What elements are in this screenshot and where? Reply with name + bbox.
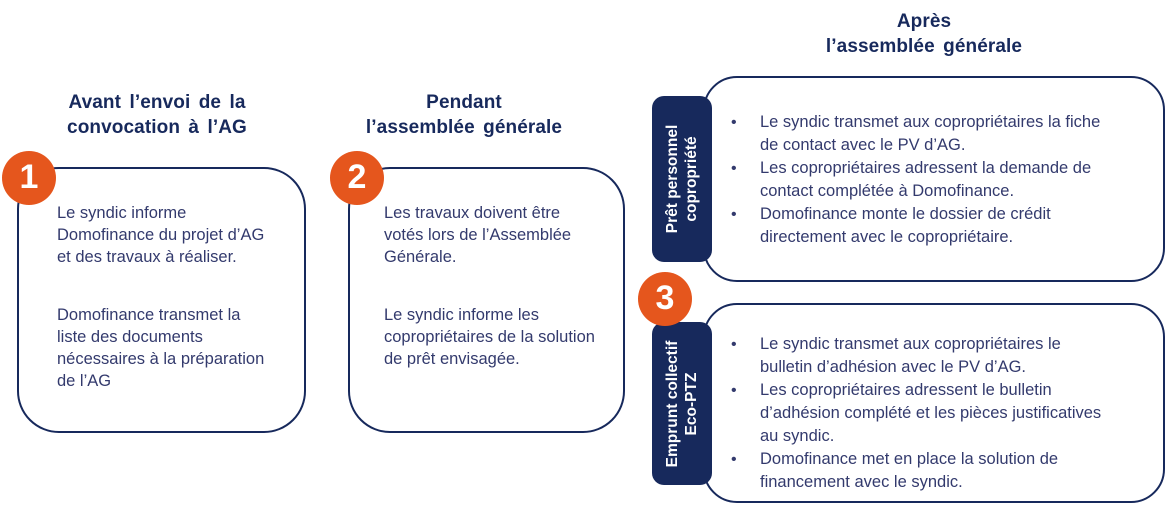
eco-ptz-label: Emprunt collectif Eco-PTZ: [664, 340, 700, 467]
step-3-number: 3: [655, 278, 675, 317]
eco-ptz-bullet-1: Le syndic transmet aux copropriétaires l…: [760, 335, 1061, 376]
stage2-title: Pendant l’assemblée générale: [365, 92, 563, 138]
bullet-icon: •: [731, 336, 737, 353]
bullet-icon: •: [731, 114, 737, 131]
list-item: • Domofinance monte le dossier de crédit…: [731, 203, 1155, 249]
eco-ptz-bullet-3: Domofinance met en place la solution de …: [760, 450, 1059, 491]
step-3-badge: 3: [638, 272, 692, 326]
list-item: • Le syndic transmet aux copropriétaires…: [731, 111, 1155, 157]
stage1-box: Le syndic informe Domofinance du projet …: [17, 167, 306, 433]
bullet-icon: •: [731, 451, 737, 468]
list-item: • Domofinance met en place la solution d…: [731, 448, 1155, 494]
loan-personal-bullet-1: Le syndic transmet aux copropriétaires l…: [760, 113, 1101, 154]
stage2-paragraph-2: Le syndic informe les copropriétaires de…: [384, 306, 595, 368]
list-item: • Les copropriétaires adressent le bulle…: [731, 379, 1155, 448]
loan-personal-label: Prêt personnel copropriété: [664, 124, 700, 234]
step-1-badge: 1: [2, 151, 56, 205]
eco-ptz-box: • Le syndic transmet aux copropriétaires…: [703, 303, 1165, 503]
list-item: • Le syndic transmet aux copropriétaires…: [731, 333, 1155, 379]
eco-ptz-label-badge: Emprunt collectif Eco-PTZ: [652, 322, 712, 485]
stage2-box: Les travaux doivent être votés lors de l…: [348, 167, 625, 433]
stage2-paragraph-1: Les travaux doivent être votés lors de l…: [384, 204, 572, 266]
stage3-title: Après l’assemblée générale: [825, 11, 1023, 57]
step-2-number: 2: [347, 157, 367, 196]
step-2-badge: 2: [330, 151, 384, 205]
list-item: • Les copropriétaires adressent la deman…: [731, 157, 1155, 203]
step-1-number: 1: [19, 157, 39, 196]
stage1-paragraph-2: Domofinance transmet la liste des docume…: [57, 306, 265, 390]
bullet-icon: •: [731, 160, 737, 177]
stage1-title: Avant l’envoi de la convocation à l’AG: [67, 92, 247, 138]
loan-personal-label-badge: Prêt personnel copropriété: [652, 96, 712, 262]
loan-personal-bullet-2: Les copropriétaires adressent la demande…: [760, 159, 1092, 200]
loan-personal-bullet-3: Domofinance monte le dossier de crédit d…: [760, 205, 1051, 246]
bullet-icon: •: [731, 206, 737, 223]
bullet-icon: •: [731, 382, 737, 399]
stage1-paragraph-1: Le syndic informe Domofinance du projet …: [57, 204, 265, 266]
eco-ptz-bullet-2: Les copropriétaires adressent le bulleti…: [760, 381, 1102, 445]
loan-personal-box: • Le syndic transmet aux copropriétaires…: [703, 76, 1165, 282]
